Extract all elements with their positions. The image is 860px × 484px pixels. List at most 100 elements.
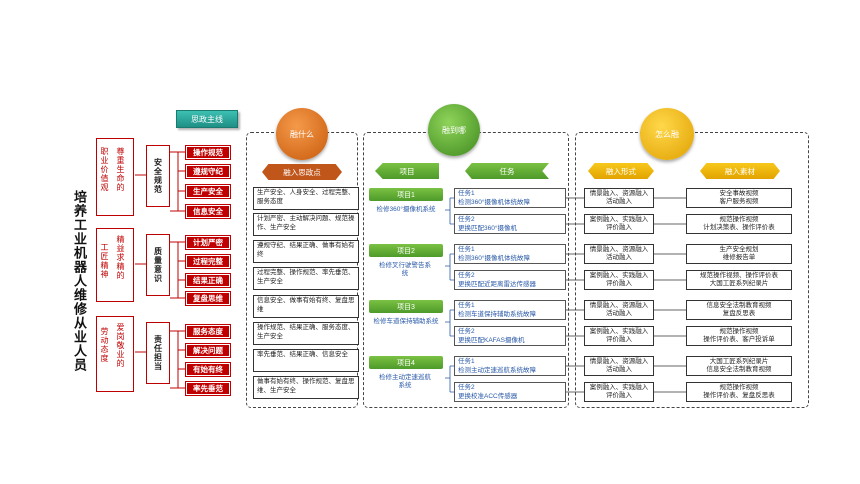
col3-tag: 复盘思维	[186, 292, 230, 305]
col1-label: 工匠精神	[100, 243, 109, 279]
project-desc: 检修车道保持辅助系统	[373, 318, 439, 325]
material-line: 规范操作视频	[719, 327, 759, 335]
mode-line: 情景融入、资源融入	[589, 245, 649, 253]
col3-tag: 服务态度	[186, 325, 230, 338]
task-title: 任务1	[458, 190, 475, 197]
task-text: 检测车道保持辅助系统故障	[458, 310, 536, 318]
mode-box: 情景融入、资源融入 活动融入	[584, 356, 654, 376]
col2-label: 安全规范	[153, 158, 163, 194]
mode-box: 案例融入、实践融入 评价融入	[584, 382, 654, 402]
task-title: 任务1	[458, 246, 475, 253]
why-point: 率先垂范、结果正确、信息安全	[253, 349, 359, 372]
task-title: 任务2	[458, 216, 475, 223]
why-point: 操作规范、结果正确、服务态度、生产安全	[253, 322, 359, 345]
mode-line: 评价融入	[606, 224, 632, 231]
task-text: 检测360°摄像机体统故障	[458, 198, 530, 206]
task-box: 任务2 更换校准ACC传感器	[454, 382, 566, 402]
mode-line: 案例融入、实践融入	[589, 383, 649, 391]
task-title: 任务1	[458, 302, 475, 309]
col1-group-craftsman: 工匠精神 精益求精的	[96, 228, 134, 302]
project-tag: 项目2	[369, 244, 443, 257]
where-circle: 融到哪	[428, 104, 480, 156]
material-box: 生产安全规划 维修报告单	[686, 244, 792, 264]
mode-line: 活动融入	[606, 366, 632, 373]
mode-line: 活动融入	[606, 310, 632, 317]
col1-label: 职业价值观	[100, 147, 109, 192]
col2-quality: 质量意识	[146, 234, 170, 296]
col2-label: 责任担当	[153, 335, 163, 371]
mode-line: 评价融入	[606, 336, 632, 343]
col3-tag: 生产安全	[186, 185, 230, 198]
col1-label: 劳动态度	[100, 327, 109, 363]
task-text: 更换匹配KAFAS摄像机	[458, 336, 525, 344]
material-box: 大国工匠系列纪录片 信息安全法制教育视频	[686, 356, 792, 376]
mode-line: 案例融入、实践融入	[589, 215, 649, 223]
mode-box: 情景融入、资源融入 活动融入	[584, 300, 654, 320]
mode-line: 活动融入	[606, 254, 632, 261]
material-box: 安全事故视频 客户服务视频	[686, 188, 792, 208]
material-box: 规范操作视频 操作评价表、复盘反思表	[686, 382, 792, 402]
task-box: 任务2 更换匹配360°摄像机	[454, 214, 566, 234]
why-point: 过程完整、操作规范、率先垂范、生产安全	[253, 267, 359, 290]
mode-box: 案例融入、实践融入 评价融入	[584, 214, 654, 234]
col3-tag: 信息安全	[186, 205, 230, 218]
project-desc: 检修360°摄像机系统	[376, 206, 436, 213]
task-box: 任务1 检测360°摄像机体统故障	[454, 188, 566, 208]
sizheng-label: 思政主线	[176, 110, 238, 128]
material-header: 融入素材	[700, 163, 780, 179]
col3-tag: 有始有终	[186, 363, 230, 376]
material-box: 规范操作视频、操作评价表 大国工匠系列纪录片	[686, 270, 792, 290]
task-title: 任务2	[458, 272, 475, 279]
material-line: 大国工匠系列纪录片	[709, 357, 769, 365]
task-title: 任务2	[458, 328, 475, 335]
material-box: 规范操作视频 操作评价表、客户投诉单	[686, 326, 792, 346]
mode-line: 案例融入、实践融入	[589, 271, 649, 279]
col3-tag: 解决问题	[186, 344, 230, 357]
material-line: 规范操作视频、操作评价表	[700, 271, 778, 279]
why-point: 计划严密、主动解决问题、规范操作、生产安全	[253, 213, 359, 236]
col2-safety: 安全规范	[146, 145, 170, 207]
task-box: 任务1 检测主动定速巡航系统故障	[454, 356, 566, 376]
main-title: 培养工业机器人维修从业人员	[72, 190, 87, 372]
task-box: 任务1 检测车道保持辅助系统故障	[454, 300, 566, 320]
material-line: 大国工匠系列纪录片	[709, 280, 769, 287]
material-line: 计划决策表、操作评价表	[703, 224, 775, 231]
mode-line: 评价融入	[606, 280, 632, 287]
material-line: 操作评价表、客户投诉单	[703, 336, 775, 343]
task-header: 任务	[465, 163, 549, 179]
material-line: 规范操作视频	[719, 383, 759, 391]
project-header: 项目	[375, 163, 439, 179]
why-point: 生产安全、人身安全、过程完整、服务态度	[253, 187, 359, 210]
task-text: 检测360°摄像机体统故障	[458, 254, 530, 262]
mode-line: 情景融入、资源融入	[589, 189, 649, 197]
task-box: 任务2 更换匹配近距离雷达传感器	[454, 270, 566, 290]
mode-header: 融入形式	[588, 163, 654, 179]
material-box: 信息安全法制教育视频 复盘反思表	[686, 300, 792, 320]
col1-inner: 精益求精的	[116, 235, 125, 280]
material-line: 信息安全法制教育视频	[706, 366, 772, 373]
mode-line: 情景融入、资源融入	[589, 301, 649, 309]
mode-line: 活动融入	[606, 198, 632, 205]
col3-tag: 结果正确	[186, 274, 230, 287]
material-line: 维修报告单	[722, 254, 756, 261]
task-text: 检测主动定速巡航系统故障	[458, 366, 536, 374]
why-circle: 融什么	[276, 108, 328, 160]
mode-box: 情景融入、资源融入 活动融入	[584, 188, 654, 208]
material-line: 操作评价表、复盘反思表	[703, 392, 775, 399]
col1-group-labor: 劳动态度 爱岗敬业的	[96, 316, 134, 392]
material-box: 规范操作视频 计划决策表、操作评价表	[686, 214, 792, 234]
col3-tag: 操作规范	[186, 146, 230, 159]
material-line: 安全事故视频	[719, 189, 759, 197]
project-desc: 检修主动定速巡航系统	[379, 374, 431, 389]
col1-inner: 爱岗敬业的	[116, 323, 125, 368]
why-point: 信息安全、做事有始有终、复盘思维	[253, 295, 359, 318]
project-desc: 检修叉行驶警告系统	[379, 262, 431, 277]
project-tag: 项目4	[369, 356, 443, 369]
how-circle: 怎么融	[640, 108, 694, 160]
material-line: 客户服务视频	[719, 198, 759, 205]
col3-tag: 计划严密	[186, 236, 230, 249]
col2-responsibility: 责任担当	[146, 322, 170, 384]
project-tag: 项目1	[369, 188, 443, 201]
why-point: 遵规守纪、结果正确、做事有始有终	[253, 240, 359, 263]
mode-box: 案例融入、实践融入 评价融入	[584, 326, 654, 346]
